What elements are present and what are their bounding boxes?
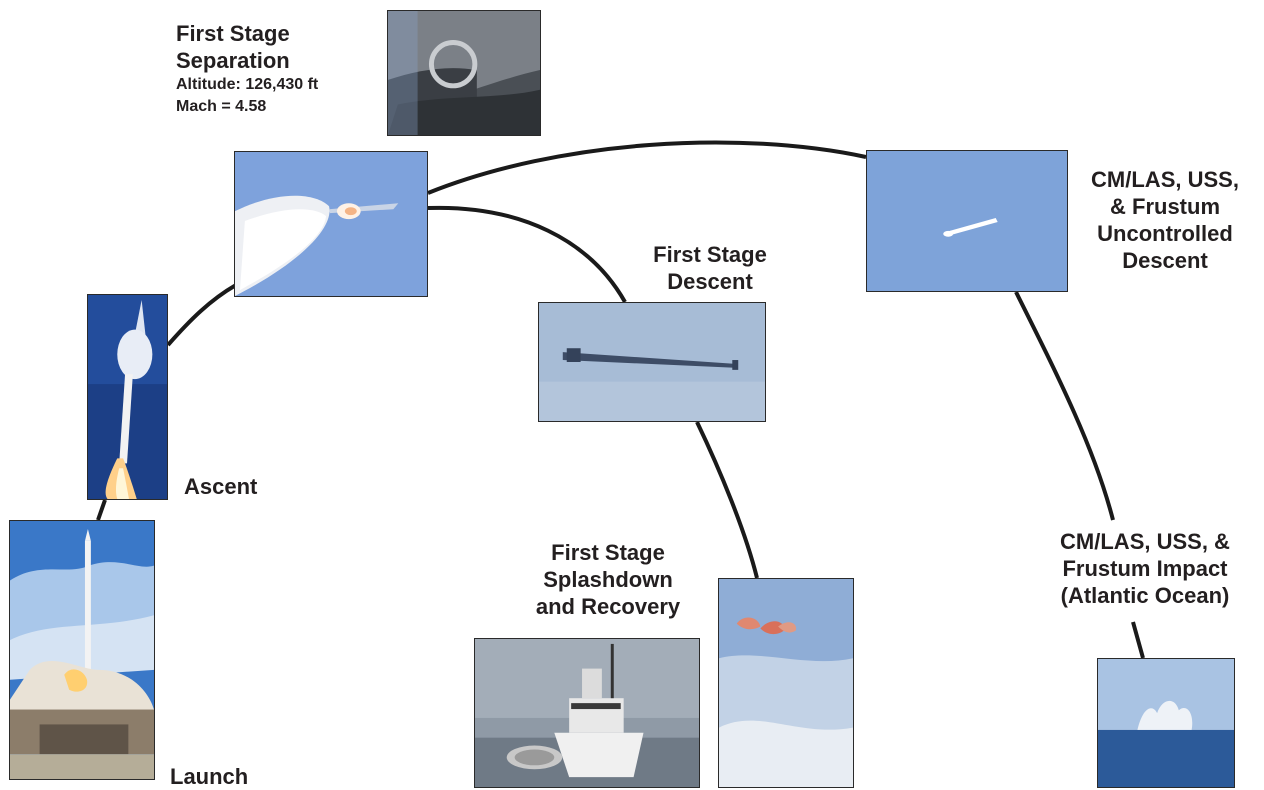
uncontrolled-descent-photo [866,150,1068,292]
separation-altitude: Altitude: 126,430 ft [176,76,319,93]
path-ascent-to-separation [166,283,237,347]
uncontrolled-line1: CM/LAS, USS, [1091,167,1239,192]
ascent-label: Ascent [184,474,258,499]
ascent-photo [87,294,168,500]
ocean-impact-photo [1097,658,1235,788]
uncontrolled-line2: & Frustum [1110,194,1220,219]
impact-label: CM/LAS, USS, & Frustum Impact (Atlantic … [1035,528,1255,609]
splashdown-label: First Stage Splashdown and Recovery [508,539,708,620]
descent-title-line1: First Stage [653,242,767,267]
separation-label: First Stage Separation Altitude: 126,430… [176,20,318,118]
first-stage-descent-photo [538,302,766,422]
separation-title-line1: First Stage [176,21,290,46]
path-impact-final [1131,621,1145,659]
path-descent-to-splashdown [695,421,759,579]
splashdown-line3: and Recovery [535,594,681,619]
descent-label: First Stage Descent [630,241,790,295]
uncontrolled-line4: Descent [1122,248,1208,273]
impact-line2: Frustum Impact [1062,556,1228,581]
launch-photo [9,520,155,780]
descent-title-line2: Descent [667,269,753,294]
path-launch-to-ascent [96,499,107,521]
impact-line1: CM/LAS, USS, & [1060,529,1230,554]
uncontrolled-line3: Uncontrolled [1097,221,1233,246]
path-separation-to-uncontrolled [427,140,867,195]
separation-mach: Mach = 4.58 [176,98,267,115]
path-uncontrolled-to-impact [1014,291,1115,521]
impact-line3: (Atlantic Ocean) [1060,583,1230,608]
path-separation-to-descent [427,205,627,303]
splashdown-line2: Splashdown [543,567,673,592]
splashdown-line1: First Stage [551,540,665,565]
separation-title-line2: Separation [176,48,290,73]
launch-label: Launch [170,764,249,789]
splashdown-parachutes-photo [718,578,854,788]
uncontrolled-descent-label: CM/LAS, USS, & Frustum Uncontrolled Desc… [1075,166,1255,274]
recovery-ship-photo [474,638,700,788]
first-stage-separation-onboard-photo [387,10,541,136]
separation-photo [234,151,428,297]
